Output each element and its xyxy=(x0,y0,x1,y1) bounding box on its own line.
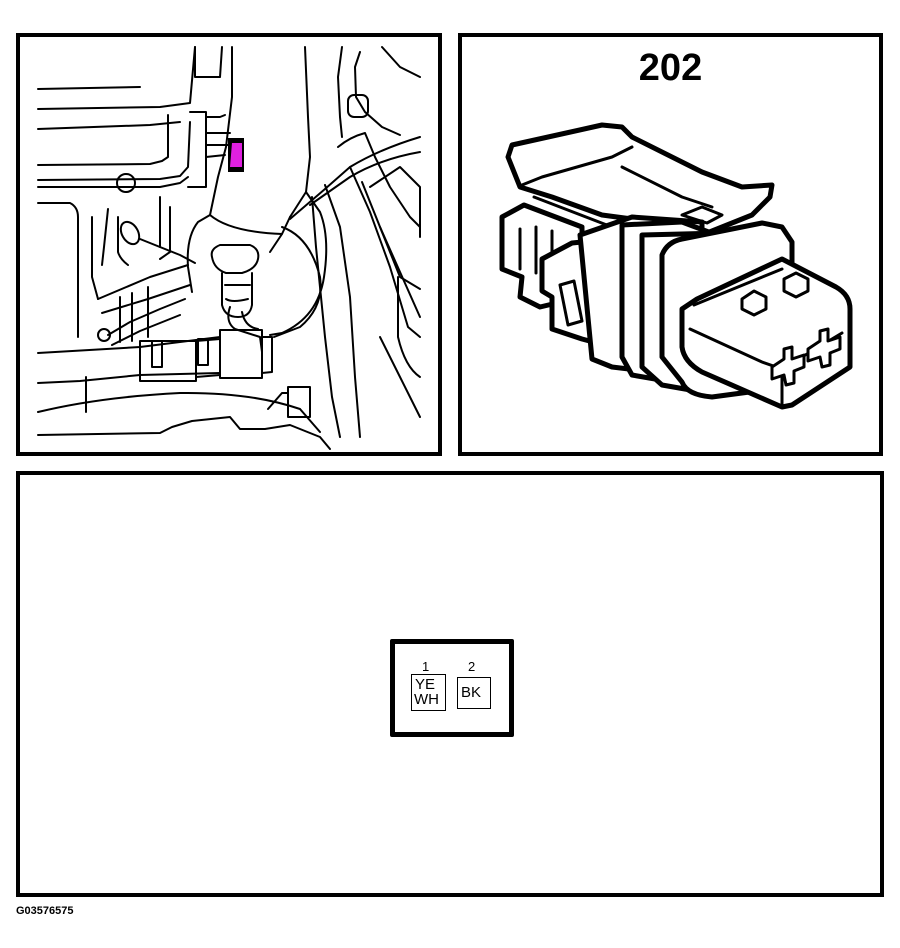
connector-isometric-drawing xyxy=(499,122,853,410)
pin-1-cell: YE WH xyxy=(411,674,446,711)
location-panel xyxy=(16,33,442,456)
pin-2-cell: BK xyxy=(457,677,491,709)
connector-number: 202 xyxy=(638,47,703,89)
connector-panel: 202 xyxy=(458,33,883,456)
pin-1-wire-color-primary: YE xyxy=(415,676,436,693)
engine-bay-drawing xyxy=(37,46,421,450)
pin-2-number: 2 xyxy=(468,659,476,674)
pin-1-wire-color-stripe: WH xyxy=(414,691,439,708)
figure-id-label: G03576575 xyxy=(16,905,74,917)
pin-1-number: 1 xyxy=(422,659,430,674)
connector-face-diagram: 1 2 YE WH BK xyxy=(390,639,514,737)
pin-2-wire-color: BK xyxy=(461,684,482,701)
pinout-panel: 1 2 YE WH BK xyxy=(16,471,884,897)
